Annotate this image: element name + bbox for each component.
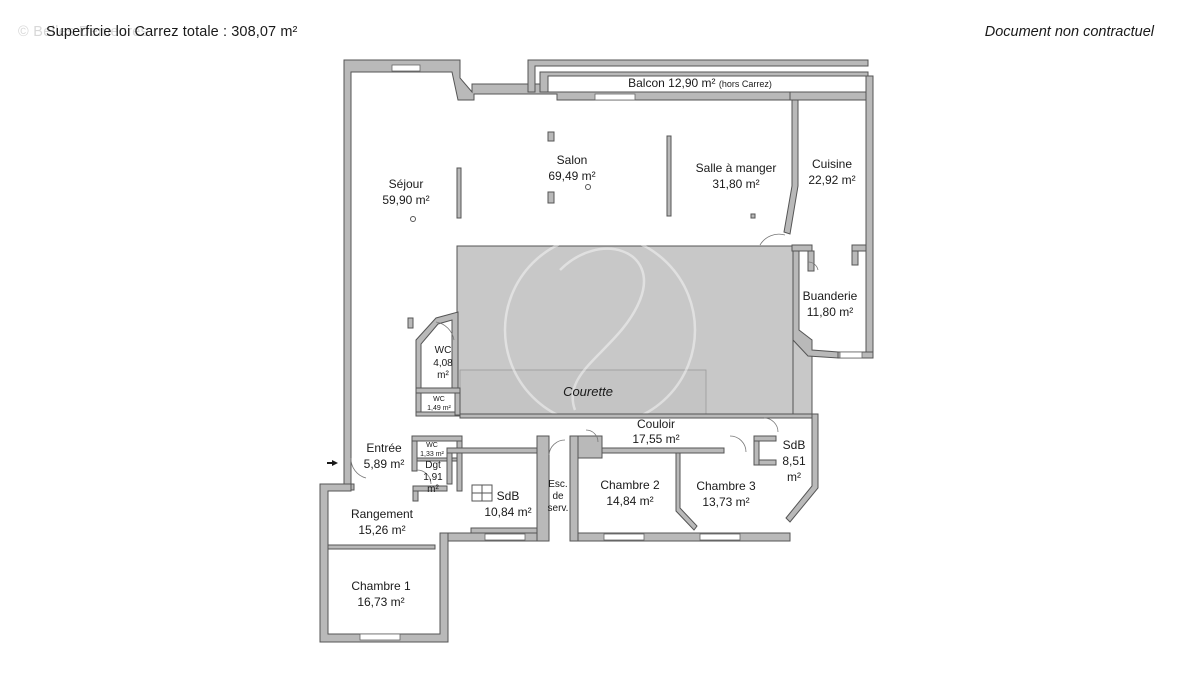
label-esc-line1: Esc. [548, 479, 567, 490]
label-entree-area: 5,89 m² [364, 457, 405, 471]
label-buanderie-area: 11,80 m² [807, 305, 853, 319]
label-salle-a-manger-name: Salle à manger [696, 161, 777, 175]
label-esc-line3: serv. [548, 503, 569, 514]
label-chambre2-area: 14,84 m² [606, 494, 653, 508]
label-dgt-name: Dgt [425, 460, 441, 471]
label-salle-a-manger-area: 31,80 m² [712, 177, 759, 191]
entrance-arrow-shaft [327, 462, 333, 464]
label-chambre3-name: Chambre 3 [696, 479, 756, 493]
label-chambre3-area: 13,73 m² [702, 495, 749, 509]
entrance-arrow-icon [332, 460, 338, 466]
label-esc-line2: de [552, 491, 564, 502]
label-balcon: Balcon 12,90 m² (hors Carrez) [628, 76, 772, 90]
brand-watermark: © Belles Demeures [18, 24, 149, 40]
disclaimer: Document non contractuel [984, 24, 1154, 40]
label-salon-name: Salon [557, 153, 588, 167]
label-buanderie-name: Buanderie [803, 289, 858, 303]
logo-watermark [503, 233, 697, 427]
walls [319, 59, 874, 643]
total-surface-label: Superficie loi Carrez totale : [46, 24, 228, 40]
label-wc1-area2: m² [437, 370, 449, 381]
room-labels: Balcon 12,90 m² (hors Carrez) Séjour 59,… [351, 76, 858, 609]
total-surface-value: 308,07 m² [231, 24, 298, 40]
label-wc1-area1: 4,08 [433, 358, 453, 369]
label-sejour-area: 59,90 m² [382, 193, 429, 207]
label-dgt-area2: m² [427, 484, 439, 495]
fixtures [410, 184, 591, 502]
label-sdb2-area2: m² [787, 470, 801, 484]
label-courette: Courette [563, 384, 613, 399]
courtyard-lower-band [459, 369, 707, 415]
label-rangement-area: 15,26 m² [358, 523, 405, 537]
label-sejour-name: Séjour [389, 177, 424, 191]
label-sdb1-area: 10,84 m² [484, 505, 531, 519]
label-sdb2-name: SdB [783, 438, 806, 452]
label-cuisine-area: 22,92 m² [808, 173, 855, 187]
label-cuisine-name: Cuisine [812, 157, 852, 171]
label-wc3-area: 1,33 m² [420, 451, 444, 458]
label-chambre2-name: Chambre 2 [600, 478, 660, 492]
label-sdb2-area1: 8,51 [782, 454, 806, 468]
label-rangement-name: Rangement [351, 507, 414, 521]
label-entree-name: Entrée [366, 441, 402, 455]
label-wc2-name: WC [433, 396, 445, 403]
windows [359, 64, 863, 641]
total-surface-heading: Superficie loi Carrez totale : 308,07 m² [46, 24, 297, 40]
door-swings [350, 233, 819, 485]
label-wc1-name: WC [435, 345, 452, 356]
label-wc2-area: 1,49 m² [427, 405, 451, 412]
label-couloir-name: Couloir [637, 417, 675, 431]
label-chambre1-name: Chambre 1 [351, 579, 411, 593]
label-couloir-area: 17,55 m² [632, 432, 679, 446]
label-dgt-area1: 1,91 [423, 472, 443, 483]
label-sdb1-name: SdB [497, 489, 520, 503]
label-wc3-name: WC [426, 442, 438, 449]
label-chambre1-area: 16,73 m² [357, 595, 404, 609]
label-salon-area: 69,49 m² [548, 169, 595, 183]
